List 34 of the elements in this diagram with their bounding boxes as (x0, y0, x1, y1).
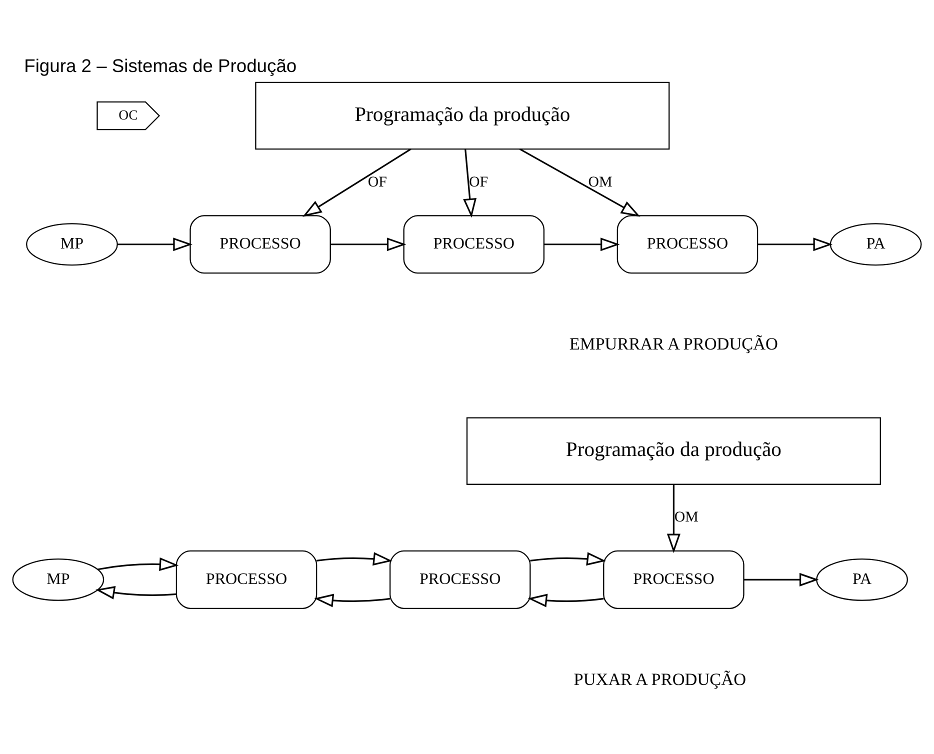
label: PUXAR A PRODUÇÃO (574, 670, 746, 689)
arrow (302, 148, 412, 217)
arrow (666, 484, 680, 554)
node-box: PROCESSO (190, 215, 331, 274)
arrow (330, 238, 406, 252)
node-ellipse: MP (12, 558, 104, 601)
node-box: Programação da produção (466, 417, 881, 485)
arrow (544, 238, 620, 252)
node-ellipse: PA (816, 558, 908, 601)
arrow (758, 238, 833, 252)
diagram-title: Figura 2 – Sistemas de Produção (24, 54, 297, 76)
arrow (463, 149, 477, 218)
node-box: Programação da produção (255, 82, 670, 150)
node-box: PROCESSO (403, 215, 545, 274)
node-box: PROCESSO (389, 550, 531, 609)
edge-label: OF (468, 174, 488, 190)
arrow (98, 558, 179, 571)
arrow (316, 552, 392, 566)
edge-label: OF (368, 174, 387, 190)
arrow (314, 594, 390, 608)
node-box: PROCESSO (603, 550, 744, 609)
arrow (744, 572, 819, 586)
arrow (530, 552, 606, 566)
node-box: PROCESSO (176, 550, 318, 609)
arrow (96, 586, 176, 600)
arrow (118, 238, 192, 252)
node-box: PROCESSO (616, 215, 758, 274)
edge-label: OM (588, 174, 612, 190)
node-ellipse: PA (830, 223, 922, 266)
arrow (519, 148, 640, 217)
arrow (528, 594, 604, 608)
label: EMPURRAR A PRODUÇÃO (569, 334, 778, 354)
node-ellipse: MP (26, 223, 118, 266)
edge-label: OM (674, 510, 698, 526)
